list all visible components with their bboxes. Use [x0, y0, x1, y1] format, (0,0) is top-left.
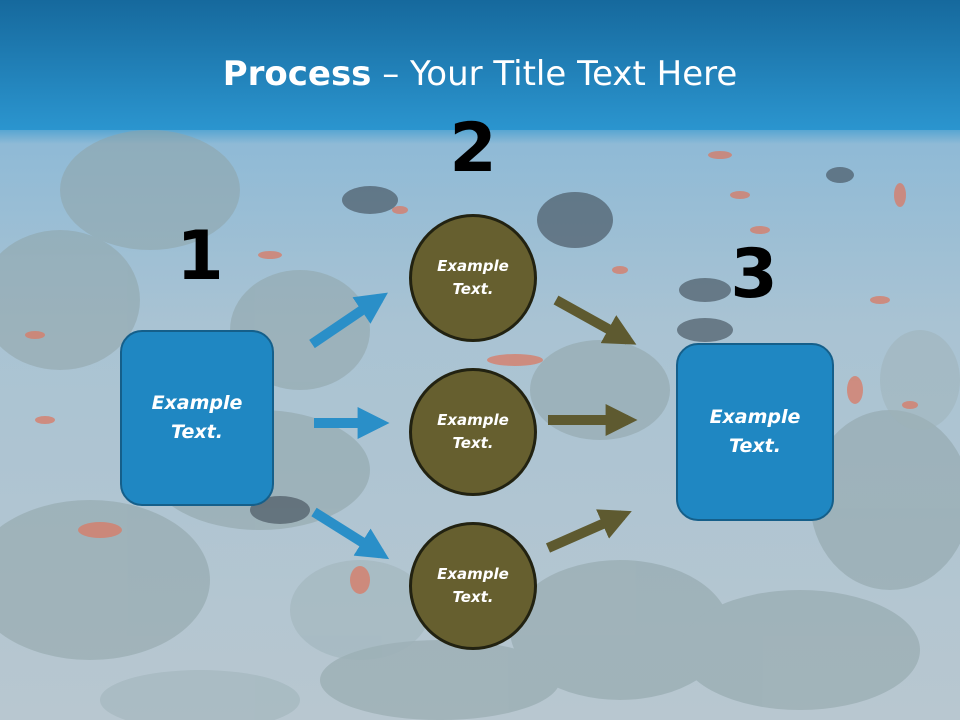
- arrow-olive-up: [545, 509, 632, 553]
- title-bar: Process – Your Title Text Here: [0, 0, 960, 130]
- step-2-circle-middle: Example Text.: [409, 368, 537, 496]
- step-2-circle-top: Example Text.: [409, 214, 537, 342]
- arrow-blue-up: [309, 292, 388, 349]
- step-number-3: 3: [730, 235, 778, 314]
- slide-title: Process – Your Title Text Here: [0, 52, 960, 96]
- arrow-blue-down: [311, 507, 390, 560]
- step-3-text: Example Text.: [709, 406, 801, 457]
- step-3-box: Example Text.: [676, 343, 834, 521]
- step-1-text: Example Text.: [151, 392, 243, 443]
- step-number-1: 1: [176, 217, 224, 296]
- step-2-circle-middle-text: Example Text.: [437, 411, 509, 452]
- step-2-circle-top-text: Example Text.: [437, 257, 509, 298]
- step-1-box: Example Text.: [120, 330, 274, 506]
- step-2-circle-bottom: Example Text.: [409, 522, 537, 650]
- arrow-olive-down: [553, 295, 637, 345]
- slide-title-rest: – Your Title Text Here: [371, 54, 738, 94]
- step-number-2: 2: [449, 109, 497, 188]
- slide-title-bold: Process: [222, 54, 372, 94]
- step-2-circle-bottom-text: Example Text.: [437, 565, 509, 606]
